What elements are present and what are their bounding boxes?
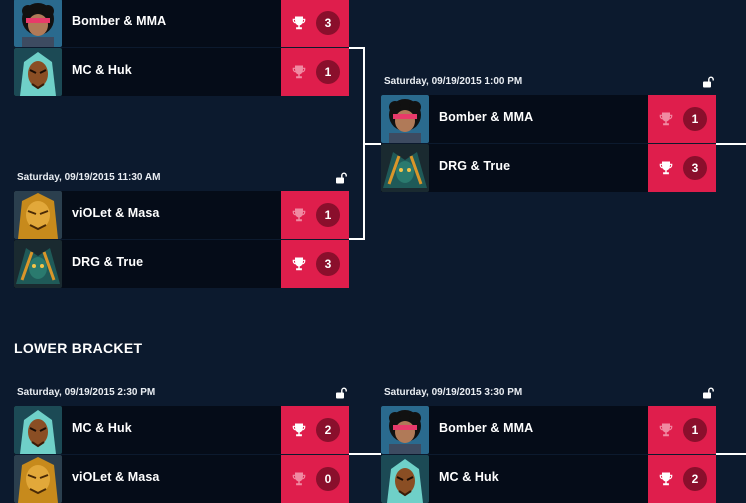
avatar-bomber-mma — [381, 406, 429, 454]
match-card[interactable]: MC & Huk 2 viOLet & Masa 0 — [14, 406, 349, 503]
score-value: 1 — [316, 203, 340, 227]
team-row[interactable]: DRG & True 3 — [381, 144, 716, 192]
team-name: MC & Huk — [439, 470, 499, 484]
bracket-connector — [349, 453, 381, 455]
team-row[interactable]: MC & Huk 1 — [14, 48, 349, 96]
trophy-icon — [291, 422, 307, 438]
team-row[interactable]: viOLet & Masa 1 — [14, 191, 349, 239]
match-header: Saturday, 09/19/2015 2:30 PM — [17, 387, 349, 401]
score-value: 1 — [683, 418, 707, 442]
team-name: Bomber & MMA — [72, 14, 167, 28]
match-card[interactable]: Bomber & MMA 3 MC & Huk 1 — [14, 0, 349, 96]
score-value: 1 — [683, 107, 707, 131]
avatar-drg-true — [381, 144, 429, 192]
trophy-icon — [658, 160, 674, 176]
score-cell: 3 — [281, 240, 349, 288]
team-row[interactable]: Bomber & MMA 3 — [14, 0, 349, 47]
score-cell: 3 — [281, 0, 349, 47]
team-name: DRG & True — [439, 159, 511, 173]
avatar-violet-masa — [14, 191, 62, 239]
score-value: 2 — [316, 418, 340, 442]
match-header: Saturday, 09/19/2015 1:00 PM — [384, 76, 716, 90]
trophy-icon — [291, 64, 307, 80]
team-name: Bomber & MMA — [439, 110, 534, 124]
trophy-icon — [658, 422, 674, 438]
avatar-violet-masa — [14, 455, 62, 503]
team-name: Bomber & MMA — [439, 421, 534, 435]
trophy-icon — [658, 111, 674, 127]
trophy-icon — [291, 207, 307, 223]
team-name: MC & Huk — [72, 63, 132, 77]
team-name: viOLet & Masa — [72, 470, 160, 484]
score-value: 3 — [316, 252, 340, 276]
trophy-icon — [291, 256, 307, 272]
avatar-bomber-mma — [14, 0, 62, 47]
lock-icon — [335, 172, 347, 184]
bracket-connector — [349, 47, 365, 49]
bracket-connector — [716, 453, 746, 455]
score-value: 3 — [683, 156, 707, 180]
score-cell: 1 — [648, 406, 716, 454]
team-row[interactable]: DRG & True 3 — [14, 240, 349, 288]
match-time: Saturday, 09/19/2015 3:30 PM — [384, 387, 523, 398]
score-cell: 1 — [648, 95, 716, 143]
score-cell: 3 — [648, 144, 716, 192]
bracket-connector — [363, 143, 381, 145]
score-cell: 1 — [281, 48, 349, 96]
score-value: 3 — [316, 11, 340, 35]
avatar-mc-huk — [381, 455, 429, 503]
score-value: 1 — [316, 60, 340, 84]
score-cell: 2 — [648, 455, 716, 503]
match-header: Saturday, 09/19/2015 3:30 PM — [384, 387, 716, 401]
team-row[interactable]: Bomber & MMA 1 — [381, 95, 716, 143]
score-value: 2 — [683, 467, 707, 491]
lock-icon — [702, 387, 714, 399]
trophy-icon — [291, 471, 307, 487]
trophy-icon — [291, 15, 307, 31]
match-card[interactable]: viOLet & Masa 1 DRG & True 3 — [14, 191, 349, 288]
match-card[interactable]: Bomber & MMA 1 MC & Huk 2 — [381, 406, 716, 503]
lock-icon — [335, 387, 347, 399]
match-time: Saturday, 09/19/2015 11:30 AM — [17, 172, 161, 183]
avatar-mc-huk — [14, 406, 62, 454]
team-row[interactable]: MC & Huk 2 — [14, 406, 349, 454]
match-time: Saturday, 09/19/2015 2:30 PM — [17, 387, 156, 398]
score-value: 0 — [316, 467, 340, 491]
team-name: viOLet & Masa — [72, 206, 160, 220]
section-title-lower-bracket: LOWER BRACKET — [14, 340, 143, 356]
score-cell: 2 — [281, 406, 349, 454]
score-cell: 0 — [281, 455, 349, 503]
score-cell: 1 — [281, 191, 349, 239]
match-header: Saturday, 09/19/2015 11:30 AM — [17, 172, 349, 186]
team-name: MC & Huk — [72, 421, 132, 435]
team-row[interactable]: MC & Huk 2 — [381, 455, 716, 503]
bracket-connector — [349, 238, 365, 240]
team-row[interactable]: viOLet & Masa 0 — [14, 455, 349, 503]
bracket-connector — [716, 143, 746, 145]
team-name: DRG & True — [72, 255, 144, 269]
team-row[interactable]: Bomber & MMA 1 — [381, 406, 716, 454]
trophy-icon — [658, 471, 674, 487]
avatar-bomber-mma — [381, 95, 429, 143]
avatar-mc-huk — [14, 48, 62, 96]
lock-icon — [702, 76, 714, 88]
avatar-drg-true — [14, 240, 62, 288]
match-time: Saturday, 09/19/2015 1:00 PM — [384, 76, 523, 87]
match-card[interactable]: Bomber & MMA 1 DRG & True 3 — [381, 95, 716, 192]
